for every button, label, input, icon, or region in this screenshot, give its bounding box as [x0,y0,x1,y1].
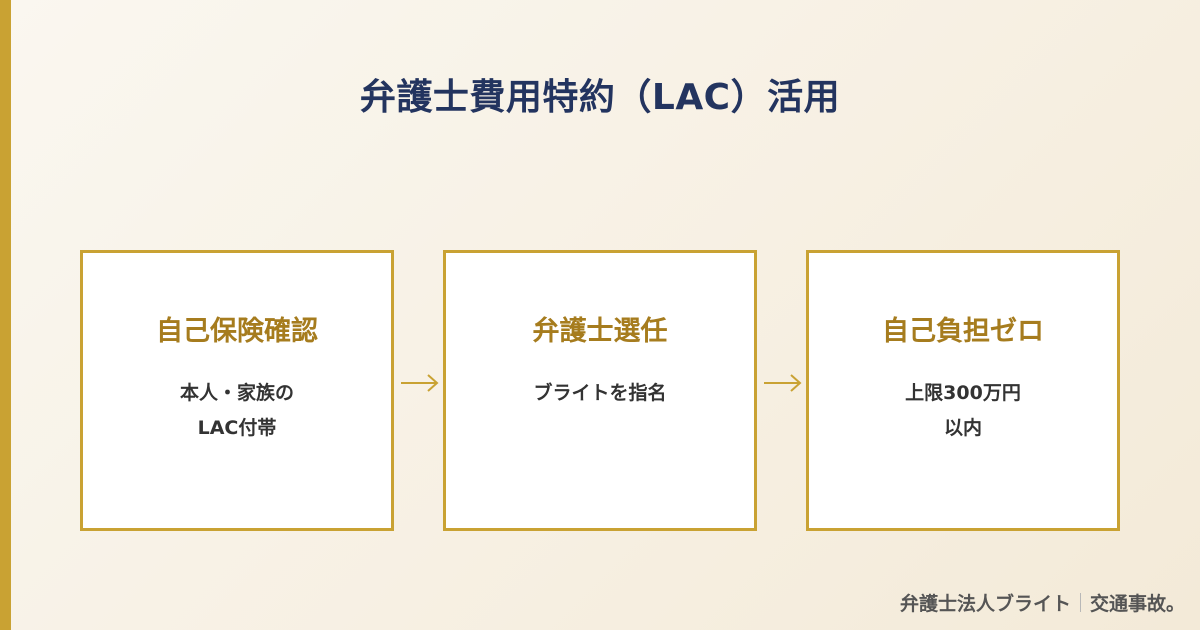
step-description-line: LAC付帯 [197,417,277,439]
footer-separator [1080,593,1082,612]
step-card-insurance-check: 自己保険確認 本人・家族の LAC付帯 [80,250,394,531]
step-title: 自己負担ゼロ [882,316,1044,347]
footer-credit: 弁護士法人ブライト交通事故。 [900,589,1200,615]
step-card-lawyer-selection: 弁護士選任 ブライトを指名 [443,250,757,531]
step-description-line: 上限300万円 [905,382,1021,404]
step-description-line: 以内 [943,417,982,439]
step-title: 自己保険確認 [156,316,318,347]
step-description-line: 本人・家族の [179,382,294,404]
footer-firm-name: 弁護士法人ブライト [900,593,1072,615]
left-accent-bar [0,0,11,630]
footer-section: 交通事故 [1090,593,1167,615]
step-description: 上限300万円 以内 [809,376,1117,446]
right-arrow-icon [401,374,439,392]
footer-trailing: 。 [1166,593,1186,615]
step-card-zero-cost: 自己負担ゼロ 上限300万円 以内 [806,250,1120,531]
step-description: 本人・家族の LAC付帯 [83,376,391,446]
step-description-line: ブライトを指名 [533,382,667,404]
step-title: 弁護士選任 [532,316,668,347]
step-description: ブライトを指名 [446,376,754,411]
step-flow: 自己保険確認 本人・家族の LAC付帯 弁護士選任 ブライトを指名 自己負担ゼロ… [80,250,1120,531]
right-arrow-icon [764,374,802,392]
page-title: 弁護士費用特約（LAC）活用 [359,77,841,119]
